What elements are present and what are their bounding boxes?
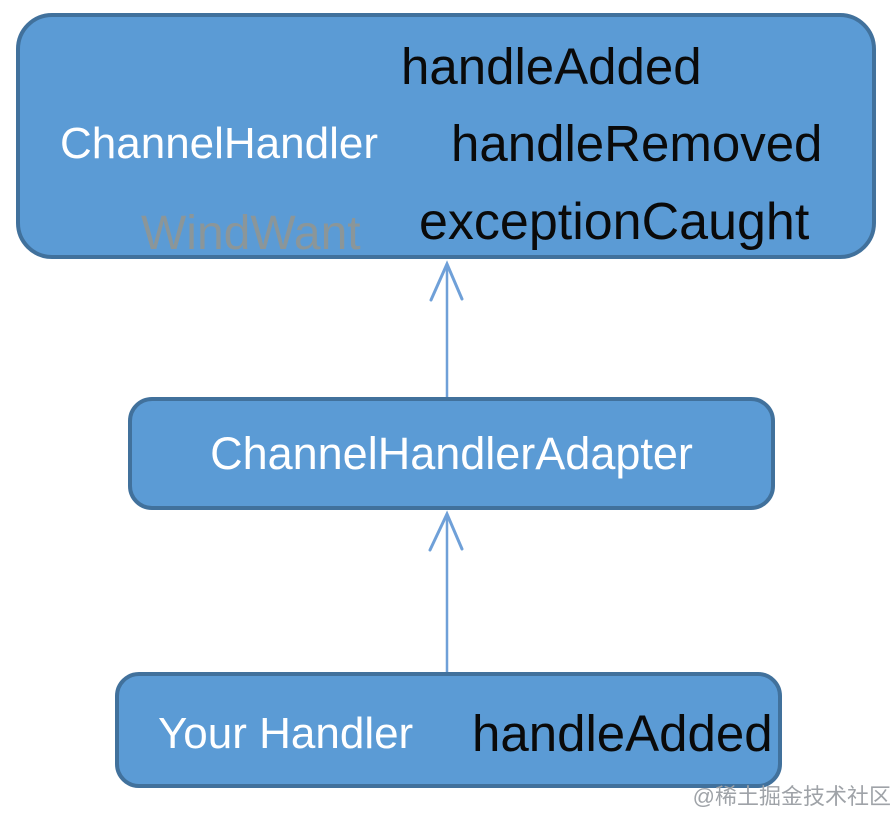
windwant-watermark: WindWant xyxy=(141,207,361,260)
method-handle-added-label: handleAdded xyxy=(401,38,702,95)
channel-handler-adapter-label: ChannelHandlerAdapter xyxy=(210,428,693,479)
your-handler-label: Your Handler xyxy=(158,709,414,758)
node-your-handler: Your Handler handleAdded xyxy=(115,672,782,788)
inheritance-arrow-middle-to-top-icon xyxy=(429,260,464,400)
inheritance-arrow-bottom-to-middle-icon xyxy=(428,510,464,675)
method-handle-removed-label: handleRemoved xyxy=(451,115,823,172)
node-channel-handler: ChannelHandler handleAdded handleRemoved… xyxy=(16,13,876,259)
juejin-site-watermark: @稀土掘金技术社区 xyxy=(692,784,891,809)
your-handler-method-handle-added-label: handleAdded xyxy=(472,705,773,762)
channel-handler-label: ChannelHandler xyxy=(60,119,378,168)
node-channel-handler-adapter: ChannelHandlerAdapter xyxy=(128,397,775,510)
method-exception-caught-label: exceptionCaught xyxy=(419,193,810,251)
